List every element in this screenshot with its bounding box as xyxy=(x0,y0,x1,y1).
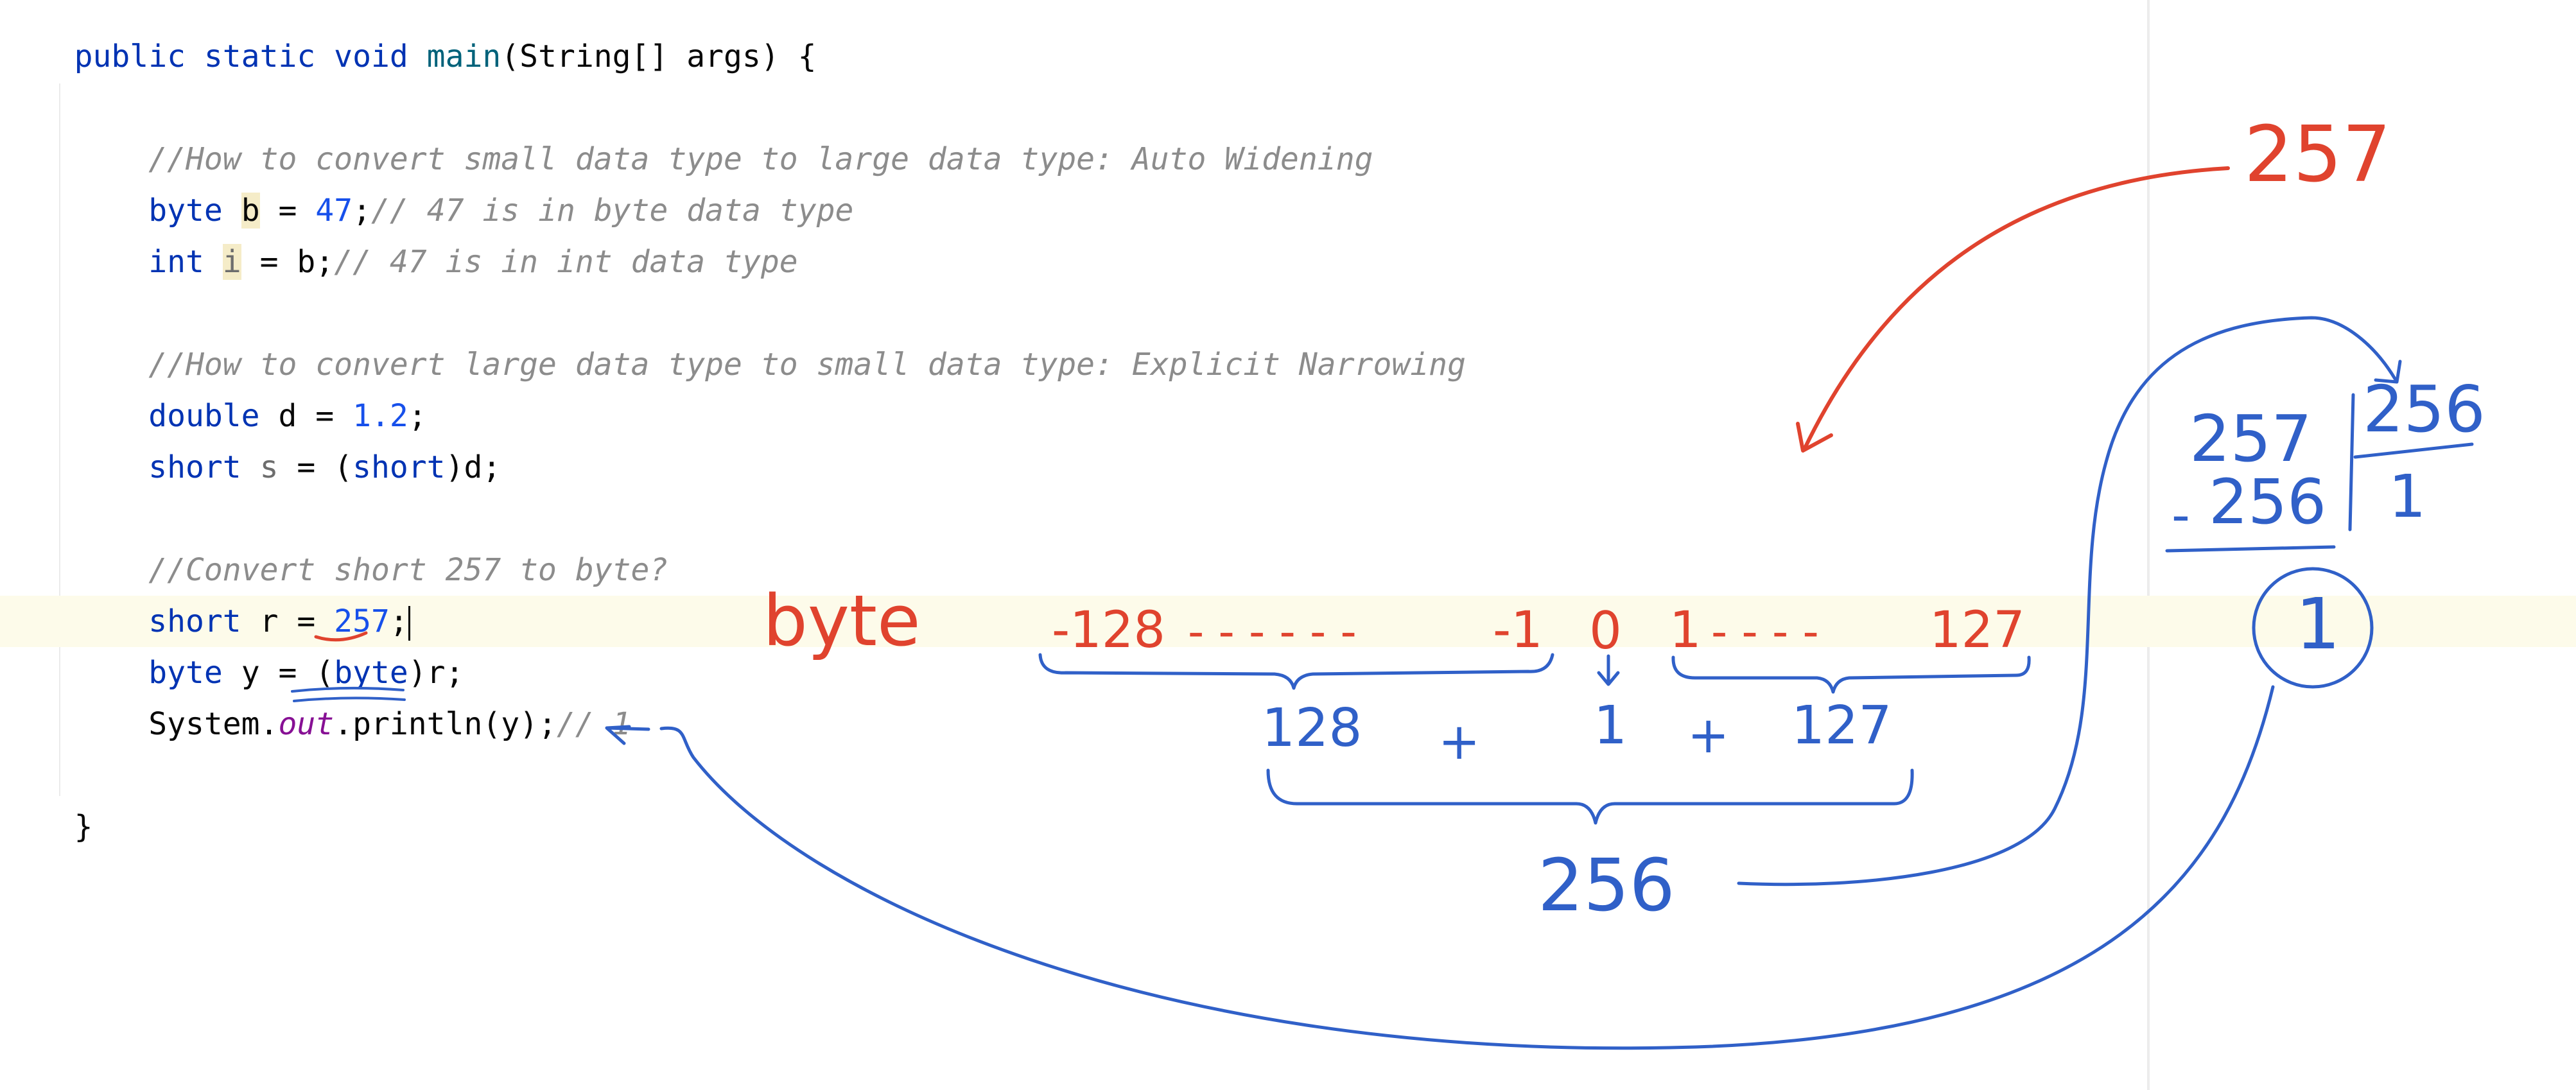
operator: = xyxy=(259,193,316,229)
variable: d = xyxy=(278,398,353,434)
code-line-close-brace[interactable]: } xyxy=(0,801,2145,852)
code-line-int-i[interactable]: int i = b;// 47 is in int data type xyxy=(0,236,2145,288)
div-quotient: 1 xyxy=(2389,462,2426,531)
comment: //Convert short 257 to byte? xyxy=(148,552,668,588)
range-neg1: -1 xyxy=(1493,601,1543,659)
red-arrowhead xyxy=(1796,422,1833,453)
curve-result-to-comment xyxy=(659,685,2275,1050)
variable: b xyxy=(241,193,260,229)
comment: //How to convert large data type to smal… xyxy=(148,347,1466,383)
div-sub: 256 xyxy=(2209,466,2326,538)
curve-256-to-divisor xyxy=(1737,316,2397,887)
cast-keyword: byte xyxy=(334,655,408,691)
text-caret xyxy=(408,606,410,641)
operator: = ( xyxy=(278,449,353,485)
comment: // 47 is in byte data type xyxy=(371,193,854,229)
div-minus: - xyxy=(2171,485,2190,545)
div-divisor: 256 xyxy=(2363,372,2485,447)
red-arrow xyxy=(1802,166,2230,451)
red-underline xyxy=(314,631,368,642)
expression: = b; xyxy=(241,244,335,280)
expression: )d; xyxy=(445,449,501,485)
result-circle xyxy=(2252,567,2374,689)
code-line-byte-b[interactable]: byte b = 47;// 47 is in byte data type xyxy=(0,185,2145,236)
cast-keyword: short xyxy=(352,449,446,485)
code-line-short-s[interactable]: short s = (short)d; xyxy=(0,442,2145,493)
method-name: main xyxy=(426,39,501,74)
sum-128: 128 xyxy=(1262,698,1362,759)
semicolon: ; xyxy=(352,193,371,229)
variable: i xyxy=(222,244,241,280)
type-keyword: byte xyxy=(148,655,241,691)
range-dashes-left: - - - - - - xyxy=(1188,605,1357,658)
class-reference: System. xyxy=(148,706,279,742)
right-margin-guide xyxy=(2147,0,2150,1090)
total-256: 256 xyxy=(1538,844,1675,928)
expression: )r; xyxy=(408,655,464,691)
comment: //How to convert small data type to larg… xyxy=(148,141,1373,177)
curve-arrowhead xyxy=(2374,359,2402,384)
blue-underline xyxy=(291,686,406,702)
type-keyword: double xyxy=(148,398,279,434)
range-dashes-right: - - - - xyxy=(1711,605,1819,658)
semicolon: ; xyxy=(389,603,408,639)
method-call: .println(y); xyxy=(334,706,557,742)
code-line-comment-narrowing[interactable]: //How to convert large data type to smal… xyxy=(0,339,2145,390)
range-neg128: -128 xyxy=(1052,601,1165,659)
code-line-comment-convert[interactable]: //Convert short 257 to byte? xyxy=(0,544,2145,596)
division-vertical xyxy=(2348,393,2355,532)
brace-negative xyxy=(1038,653,1554,690)
range-127: 127 xyxy=(1929,601,2025,659)
division-horizontal xyxy=(2353,442,2474,459)
variable: s xyxy=(259,449,279,485)
code-line-signature[interactable]: public static void main(String[] args) { xyxy=(0,31,2145,82)
closing-brace: } xyxy=(74,809,93,845)
sum-1: 1 xyxy=(1594,695,1627,756)
number-literal: 1.2 xyxy=(352,398,408,434)
code-line-println[interactable]: System.out.println(y);// 1 xyxy=(0,698,2145,750)
modifiers: public static void xyxy=(74,39,427,74)
range-one: 1 xyxy=(1669,601,1701,659)
type-keyword: short xyxy=(148,603,260,639)
red-byte: byte xyxy=(763,580,921,662)
sum-127: 127 xyxy=(1791,695,1892,756)
div-remainder: 1 xyxy=(2295,583,2340,665)
number-literal: 47 xyxy=(315,193,353,229)
curve-arrowhead-left xyxy=(605,725,650,745)
sum-plus-1: + xyxy=(1438,713,1480,771)
type-keyword: byte xyxy=(148,193,241,229)
method-params: (String[] args) { xyxy=(501,39,817,74)
variable: y = ( xyxy=(241,655,335,691)
brace-positive xyxy=(1671,655,2031,694)
type-keyword: short xyxy=(148,449,260,485)
code-line-comment-widening[interactable]: //How to convert small data type to larg… xyxy=(0,134,2145,185)
division-underline xyxy=(2165,545,2336,553)
static-field: out xyxy=(278,706,335,742)
zero-arrow xyxy=(1597,654,1620,686)
code-line-short-r[interactable]: short r = 257; xyxy=(0,596,2576,647)
comment: // 47 is in int data type xyxy=(334,244,798,280)
red-257: 257 xyxy=(2244,110,2391,200)
code-line-double-d[interactable]: double d = 1.2; xyxy=(0,390,2145,442)
range-zero: 0 xyxy=(1589,601,1622,661)
type-keyword: int xyxy=(148,244,223,280)
div-dividend: 257 xyxy=(2189,401,2312,476)
semicolon: ; xyxy=(408,398,427,434)
code-line-byte-y[interactable]: byte y = (byte)r; xyxy=(0,647,2145,698)
brace-sum xyxy=(1266,768,1914,825)
indent-guide xyxy=(59,83,60,796)
variable: r = xyxy=(259,603,335,639)
sum-plus-2: + xyxy=(1687,707,1729,765)
